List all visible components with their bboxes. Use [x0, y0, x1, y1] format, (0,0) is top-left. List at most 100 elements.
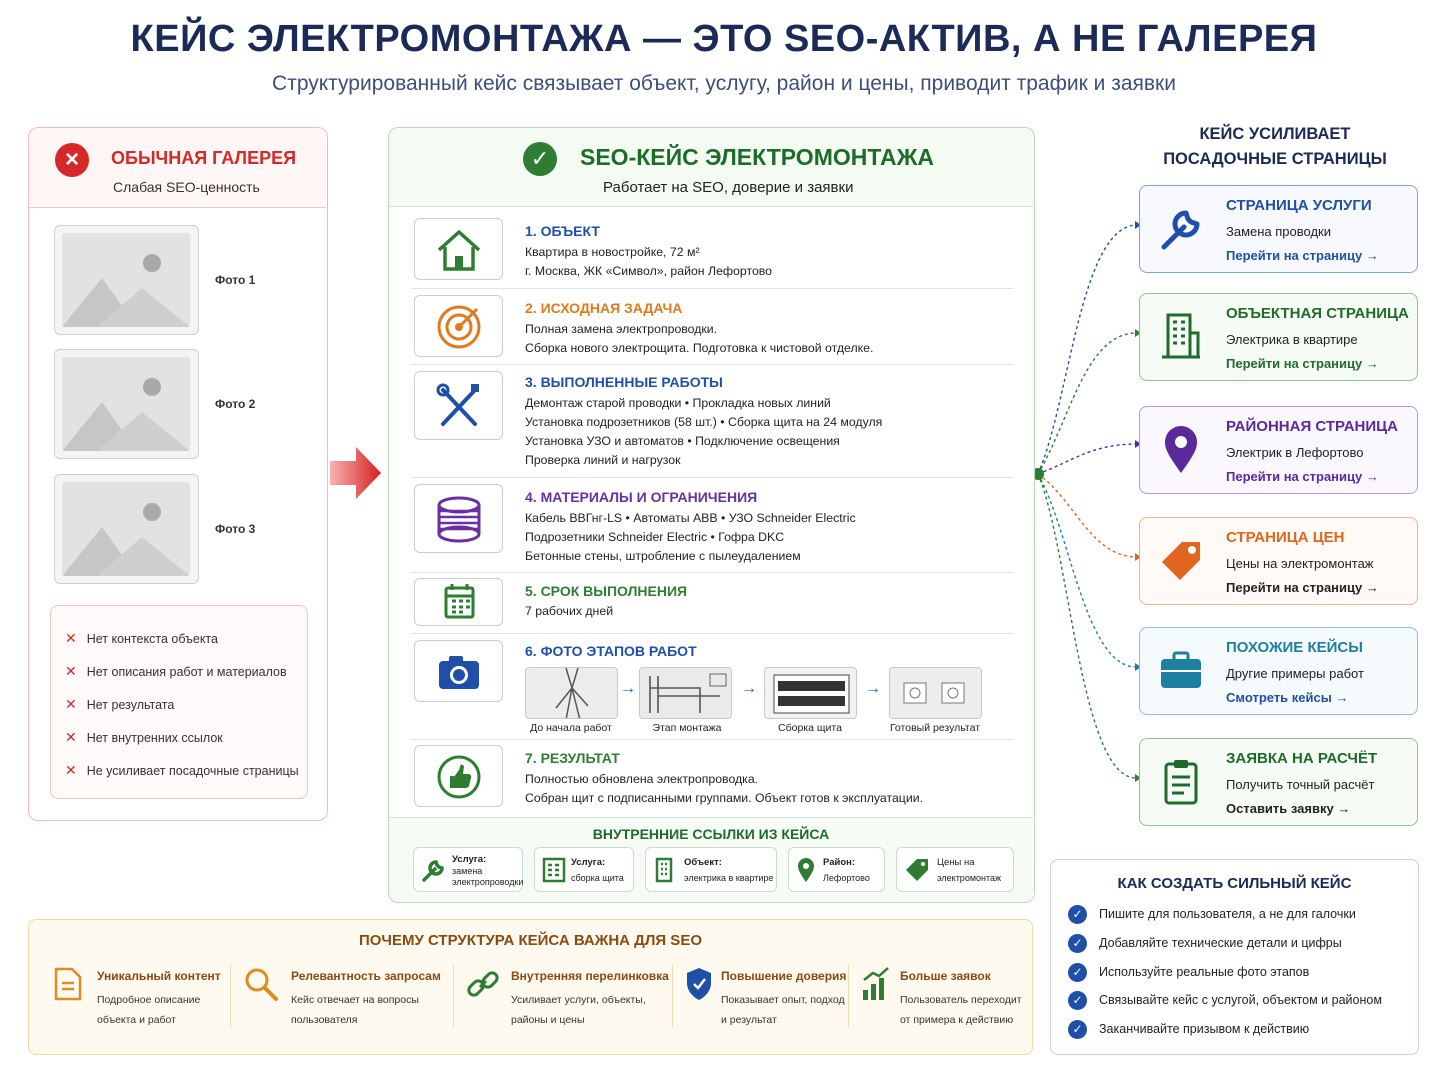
cable-reel-icon: [414, 484, 503, 553]
how-item: ✓Используйте реальные фото этапов: [1068, 963, 1309, 982]
stage-photo-result: [889, 667, 982, 719]
cross-icon: ✕: [65, 696, 77, 712]
how-to-create-panel: КАК СОЗДАТЬ СИЛЬНЫЙ КЕЙС ✓ Пишите для пол…: [1050, 859, 1419, 1055]
row-line: Полная замена электропроводки.: [525, 322, 718, 336]
landing-card-link[interactable]: Перейти на страницу →: [1226, 580, 1379, 595]
negative-text: Нет контекста объекта: [86, 632, 218, 646]
negative-item: ✕Не усиливает посадочные страницы: [65, 762, 299, 779]
divider: [848, 965, 849, 1027]
landing-card-subtitle: Получить точный расчёт: [1226, 777, 1375, 792]
landing-title: КЕЙС УСИЛИВАЕТ ПОСАДОЧНЫЕ СТРАНИЦЫ: [1163, 125, 1387, 168]
panel-board-icon: [542, 857, 566, 883]
photo-placeholder: [54, 349, 199, 459]
negative-text: Нет описания работ и материалов: [86, 665, 287, 679]
how-item: ✓Заканчивайте призывом к действию: [1068, 1020, 1309, 1039]
internal-link-object[interactable]: Объект: электрика в квартире: [645, 847, 777, 892]
landing-card-link[interactable]: Смотреть кейсы →: [1226, 690, 1349, 705]
stage-photo-before: [525, 667, 618, 719]
internal-link-district[interactable]: Район: Лефортово: [788, 847, 885, 892]
internal-links-title: ВНУТРЕННИЕ ССЫЛКИ ИЗ КЕЙСА: [592, 826, 830, 842]
why-item-line: Показывает опыт, подход: [721, 994, 845, 1006]
stage-label: До начала работ: [530, 722, 612, 734]
briefcase-icon: [1161, 651, 1201, 688]
row-title: 3. ВЫПОЛНЕННЫЕ РАБОТЫ: [525, 374, 723, 390]
row-line: Установка УЗО и автоматов • Подключение …: [525, 434, 840, 448]
link-value: электромонтаж: [937, 873, 1002, 883]
link-value: замена электропроводки: [452, 866, 524, 887]
landing-card-prices[interactable]: СТРАНИЦА ЦЕН Цены на электромонтаж Перей…: [1139, 517, 1418, 605]
stage-photo-panel: [764, 667, 857, 719]
divider: [411, 364, 1014, 365]
internal-link-service-panel[interactable]: Услуга: сборка щита: [534, 847, 634, 892]
photo-placeholder: [54, 225, 199, 335]
image-placeholder-icon: [62, 357, 190, 451]
landing-card-subtitle: Другие примеры работ: [1226, 666, 1364, 681]
negative-text: Нет результата: [86, 698, 175, 712]
landing-card-subtitle: Замена проводки: [1226, 224, 1332, 239]
building-icon: [1162, 313, 1200, 359]
seo-case-header: ✓ SEO-КЕЙС ЭЛЕКТРОМОНТАЖА Работает на SE…: [389, 128, 1033, 207]
row-line: Проверка линий и нагрузок: [525, 453, 681, 467]
row-line: Подрозетники Schneider Electric • Гофра …: [525, 530, 785, 544]
clipboard-icon: [1164, 760, 1198, 805]
landing-card-district[interactable]: РАЙОННАЯ СТРАНИЦА Электрик в Лефортово П…: [1139, 406, 1418, 494]
row-title: 4. МАТЕРИАЛЫ И ОГРАНИЧЕНИЯ: [525, 489, 758, 505]
house-icon: [414, 218, 503, 280]
negative-text: Нет внутренних ссылок: [86, 731, 223, 745]
check-circle-icon: ✓: [1068, 963, 1087, 982]
landing-card-title: СТРАНИЦА УСЛУГИ: [1226, 197, 1372, 214]
how-item-text: Пишите для пользователя, а не для галочк…: [1099, 906, 1356, 921]
how-item-text: Добавляйте технические детали и цифры: [1099, 935, 1342, 950]
photo-label: Фото 3: [215, 522, 256, 536]
cross-icon: ✕: [65, 630, 77, 646]
row-line: Квартира в новостройке, 72 м²: [525, 245, 700, 259]
gallery-header: × ОБЫЧНАЯ ГАЛЕРЕЯ Слабая SEO-ценность: [29, 128, 326, 208]
landing-card-subtitle: Цены на электромонтаж: [1226, 556, 1374, 571]
arrow-right-icon: [330, 447, 381, 499]
landing-card-link[interactable]: Перейти на страницу →: [1226, 248, 1379, 263]
cross-icon: ✕: [65, 729, 77, 745]
landing-card-link[interactable]: Оставить заявку →: [1226, 801, 1351, 816]
stage-label: Сборка щита: [778, 722, 842, 734]
growth-chart-icon: [863, 967, 889, 1000]
landing-card-link[interactable]: Перейти на страницу →: [1226, 356, 1379, 371]
why-item-line: Подробное описание: [97, 994, 201, 1006]
landing-card-request[interactable]: ЗАЯВКА НА РАСЧЁТ Получить точный расчёт …: [1139, 738, 1418, 826]
cross-circle-icon: ×: [55, 143, 89, 177]
landing-card-similar[interactable]: ПОХОЖИЕ КЕЙСЫ Другие примеры работ Смотр…: [1139, 627, 1418, 715]
how-item-text: Заканчивайте призывом к действию: [1099, 1021, 1310, 1036]
wrench-icon: [1161, 210, 1200, 250]
landing-card-subtitle: Электрика в квартире: [1226, 332, 1358, 347]
divider: [672, 965, 673, 1027]
why-item-title: Внутренняя перелинковка: [511, 969, 669, 983]
map-pin-icon: [798, 858, 814, 882]
internal-link-prices[interactable]: Цены на электромонтаж: [896, 847, 1014, 892]
how-title: КАК СОЗДАТЬ СИЛЬНЫЙ КЕЙС: [1117, 875, 1352, 892]
why-item-line: Пользователь переходит: [900, 994, 1022, 1006]
why-item-line: Усиливает услуги, объекты,: [511, 994, 646, 1006]
landing-card-title: ОБЪЕКТНАЯ СТРАНИЦА: [1226, 305, 1409, 322]
landing-card-object[interactable]: ОБЪЕКТНАЯ СТРАНИЦА Электрика в квартире …: [1139, 293, 1418, 381]
image-placeholder-icon: [62, 482, 190, 576]
link-label: Объект:: [684, 857, 722, 868]
link-label: Услуга:: [571, 857, 606, 868]
tools-icon: [414, 371, 503, 440]
landing-card-service[interactable]: СТРАНИЦА УСЛУГИ Замена проводки Перейти …: [1139, 185, 1418, 273]
negative-item: ✕ Нет контекста объекта: [65, 630, 218, 647]
row-line: Кабель ВВГнг-LS • Автоматы ABB • УЗО Sch…: [525, 511, 856, 525]
link-value: электрика в квартире: [684, 873, 774, 883]
internal-link-service-wiring[interactable]: Услуга: замена электропроводки: [413, 847, 523, 892]
check-circle-icon: ✓: [1068, 905, 1087, 924]
cross-icon: ✕: [65, 663, 77, 679]
why-item-line: от примера к действию: [900, 1014, 1014, 1026]
cross-icon: ✕: [65, 762, 77, 778]
why-item-line: объекта и работ: [97, 1014, 176, 1026]
landing-card-title: СТРАНИЦА ЦЕН: [1226, 529, 1345, 546]
link-label: Цены на: [937, 857, 975, 868]
landing-card-title: ПОХОЖИЕ КЕЙСЫ: [1226, 639, 1363, 656]
landing-card-link[interactable]: Перейти на страницу →: [1226, 469, 1379, 484]
wrench-icon: [422, 860, 444, 882]
seo-case-panel: ✓ SEO-КЕЙС ЭЛЕКТРОМОНТАЖА Работает на SE…: [388, 127, 1035, 903]
page-subtitle: Структурированный кейс связывает объект,…: [272, 72, 1176, 95]
stage-photo-install: [639, 667, 732, 719]
